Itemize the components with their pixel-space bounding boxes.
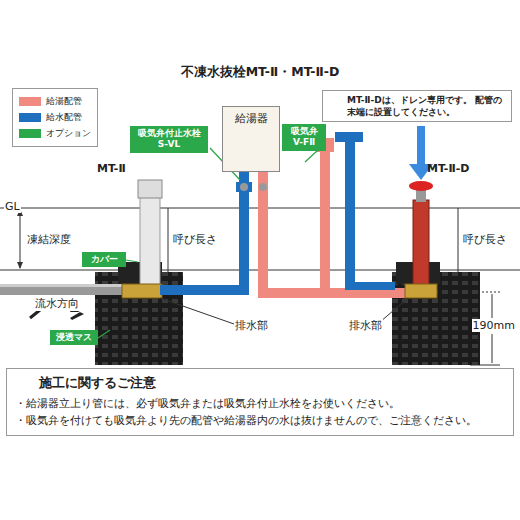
part-label: 排水部	[348, 318, 383, 333]
node-text: カバー	[84, 254, 124, 265]
legend-text: 給水配管	[46, 111, 82, 124]
dimension-label: 呼び長さ	[462, 232, 508, 247]
dimension-label: 凍結深度	[26, 232, 72, 247]
legend-swatch	[19, 113, 41, 122]
legend-row: 給水配管	[19, 111, 91, 124]
option-label: カバー	[82, 252, 126, 267]
option-label: 吸気弁付止水栓 S-VL	[130, 126, 208, 153]
diagram-title: 不凍水抜栓MT-Ⅱ・MT-Ⅱ-D	[0, 64, 520, 81]
caution-note: 施工に関するご注意・給湯器立上り管には、必ず吸気弁または吸気弁付止水栓をお使いく…	[6, 368, 514, 436]
water-heater-box: 給湯器	[222, 106, 280, 172]
ground-level: GL	[4, 200, 21, 213]
option-label: 吸気弁 V-FⅡ	[282, 124, 326, 151]
warning-callout: MT-Ⅱ-Dは、ドレン専用です。 配管の末端に設置してください。	[322, 90, 512, 122]
flow-direction: 流水方向	[34, 296, 80, 311]
valve-name: MT-Ⅱ-D	[426, 162, 470, 175]
part-label: 排水部	[234, 318, 269, 333]
node-text: ・吸気弁を付けても吸気弁より先の配管や給湯器内の水は抜けませんので、ご注意くださ…	[15, 412, 507, 429]
node-text: 吸気弁 V-FⅡ	[284, 126, 324, 149]
node-text: 吸気弁付止水栓 S-VL	[132, 128, 206, 151]
legend-text: 給湯配管	[46, 95, 82, 108]
dimension-label: 190mm	[472, 319, 516, 332]
legend-text: オプション	[46, 127, 91, 140]
legend-box: 給湯配管給水配管オプション	[12, 88, 98, 147]
node-text: ・給湯器立上り管には、必ず吸気弁または吸気弁付止水栓をお使いください。	[15, 395, 507, 412]
note-heading: 施工に関するご注意	[15, 373, 507, 393]
node-text: 給湯器	[223, 111, 279, 126]
legend-swatch	[19, 97, 41, 106]
legend-swatch	[19, 129, 41, 138]
node-text: MT-Ⅱ-Dは、ドレン専用です。 配管の末端に設置してください。	[347, 94, 507, 118]
legend-row: オプション	[19, 127, 91, 140]
option-label: 浸透マス	[50, 330, 98, 345]
valve-name: MT-Ⅱ	[96, 162, 127, 175]
dimension-label: 呼び長さ	[172, 232, 218, 247]
node-text: 浸透マス	[52, 332, 96, 343]
legend-row: 給湯配管	[19, 95, 91, 108]
